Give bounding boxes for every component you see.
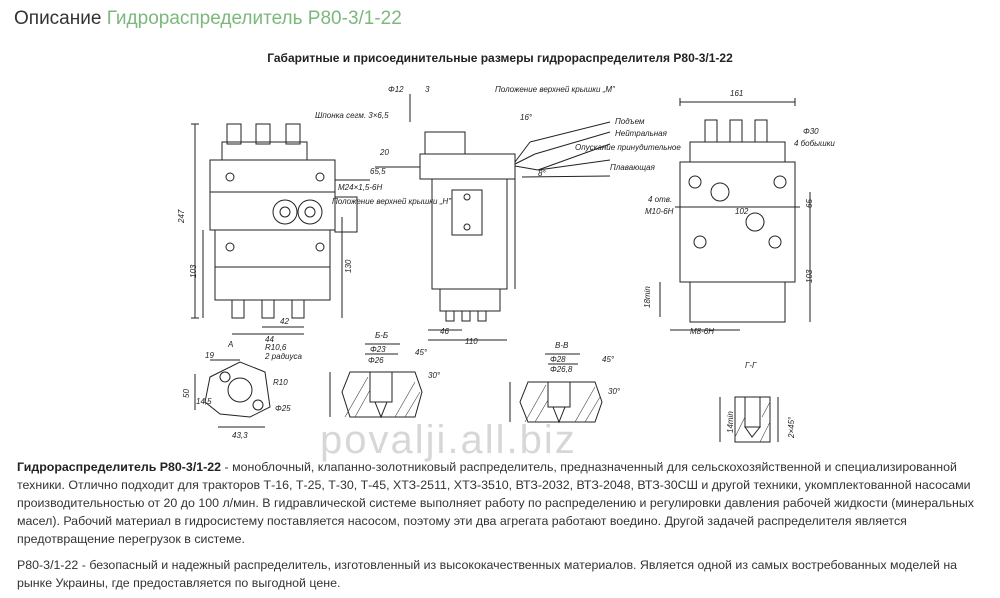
label-podem: Подъем [615,117,645,126]
label-247: 247 [177,209,186,224]
paragraph-1-text: - моноблочный, клапанно-золотниковый рас… [17,460,974,546]
label-sec-vv: В-В [555,341,569,350]
label-102: 102 [735,207,749,216]
label-65: 65 [805,199,814,208]
label-20: 20 [379,148,389,157]
label-65-5: 65,5 [370,167,386,176]
label-2x45: 2×45° [787,416,796,439]
side-view [375,94,611,341]
watermark: povalji.all.biz [320,418,577,462]
label-30-b: 30° [428,371,441,380]
label-r10: R10 [273,378,288,387]
label-shponka: Шпонка сегм. 3×6,5 [315,111,389,120]
header-prefix: Описание [14,8,102,29]
section-a [194,359,271,428]
label-18min: 18min [643,286,652,308]
label-8: 8° [538,169,546,178]
label-19: 19 [205,351,214,360]
section-header: Описание Гидрораспределитель Р80-3/1-22 [14,8,402,30]
label-bobyshki: 4 бобышки [794,139,835,148]
label-r10-6: R10,6 [265,343,287,352]
label-neutral: Нейтральная [615,129,668,138]
description-paragraph-2: Р80-3/1-22 - безопасный и надежный распр… [17,558,958,590]
label-sec-a: А [227,340,233,349]
label-45-v: 45° [602,355,615,364]
label-46: 46 [440,327,449,336]
label-plav: Плавающая [610,163,656,172]
label-phi25: Φ25 [275,404,291,413]
label-holes: 4 отв. [648,195,672,204]
label-phi12: Φ12 [388,85,404,94]
label-sec-gg: Г-Г [745,361,757,370]
label-42: 42 [280,317,289,326]
label-phi28: Φ28 [550,355,566,364]
label-30-v: 30° [608,387,621,396]
label-opusk: Опускание принудительное [575,143,681,152]
product-name-bold: Гидрораспределитель Р80-3/1-22 [17,460,222,474]
label-phi30: Φ30 [803,127,819,136]
label-110: 110 [465,337,478,346]
label-3: 3 [425,85,430,94]
label-16: 16° [520,113,533,122]
label-43-3: 43,3 [232,431,248,440]
label-phi23: Φ23 [370,345,386,354]
label-cover-m: Положение верхней крышки „М" [495,85,616,94]
front-view [191,123,370,335]
label-14min: 14min [726,411,735,433]
section-vv [509,353,603,424]
label-45-b: 45° [415,348,428,357]
section-gg [719,396,779,443]
label-103b: 103 [805,269,814,283]
label-r2: 2 радиуса [264,352,302,361]
label-103: 103 [189,264,198,278]
label-m10: М10-6Н [645,207,674,216]
description-paragraph-1: Гидрораспределитель Р80-3/1-22 - монобло… [17,458,977,548]
label-161: 161 [730,89,743,98]
label-sec-bb: Б-Б [375,331,388,340]
label-14-5: 14,5 [196,397,212,406]
label-44: 44 [265,335,274,344]
label-130: 130 [344,259,353,273]
label-phi26: Φ26 [368,356,384,365]
right-view [659,98,811,331]
label-50: 50 [182,389,191,398]
label-m8: М8-6Н [690,327,714,336]
drawing-title: Габаритные и присоединительные размеры г… [267,51,733,65]
technical-drawing: Φ12 3 Шпонка сегм. 3×6,5 20 65,5 М24×1,5… [177,85,835,443]
label-cover-n: Положение верхней крышки „Н" [332,197,452,206]
label-m24: М24×1,5-6Н [338,183,382,192]
label-phi26-8: Φ26,8 [550,365,573,374]
header-product-name: Гидрораспределитель Р80-3/1-22 [106,8,402,29]
section-bb [329,343,423,419]
